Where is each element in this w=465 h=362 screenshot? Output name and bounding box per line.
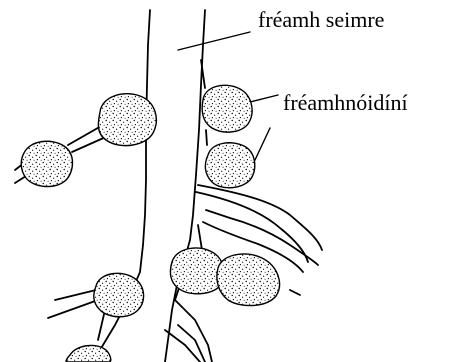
lateral-root-right-a (198, 185, 322, 250)
root-nodule-lower-cluster-right (217, 254, 280, 306)
lateral-root-right-mid (206, 130, 207, 145)
label-root-nodules: fréamhnóidíní (283, 92, 408, 114)
lateral-root-far-left-2 (15, 176, 26, 183)
root-nodule-lower-left (94, 273, 144, 316)
lateral-root-lower-left-b (48, 300, 98, 318)
root-nodule-upper-left (98, 94, 156, 146)
label-root: fréamh seimre (258, 9, 384, 31)
lateral-root-lower-left-c (98, 310, 105, 340)
root-nodule-upper-right (202, 85, 252, 132)
lateral-root-upper-left-a (68, 125, 103, 145)
leader-line-root (178, 32, 250, 50)
lateral-root-upper-left-b (72, 136, 108, 152)
lateral-root-middle-a (206, 210, 318, 265)
root-nodule-bottom-left (66, 345, 111, 362)
lateral-root-bottom-fork-a (165, 330, 200, 362)
nodule-stem-lower-right (198, 225, 202, 250)
root-nodule-far-left (21, 141, 72, 186)
root-nodule-lower-cluster-left (170, 248, 224, 294)
leader-line-nodule-2 (255, 128, 270, 160)
root-nodule-mid-right (205, 143, 254, 188)
lateral-root-lower-right-tail (290, 290, 300, 295)
lateral-root-lower-cluster-down-a (175, 285, 212, 362)
leader-line-nodule-1 (250, 95, 278, 102)
lateral-root-lower-left-a (55, 290, 96, 300)
